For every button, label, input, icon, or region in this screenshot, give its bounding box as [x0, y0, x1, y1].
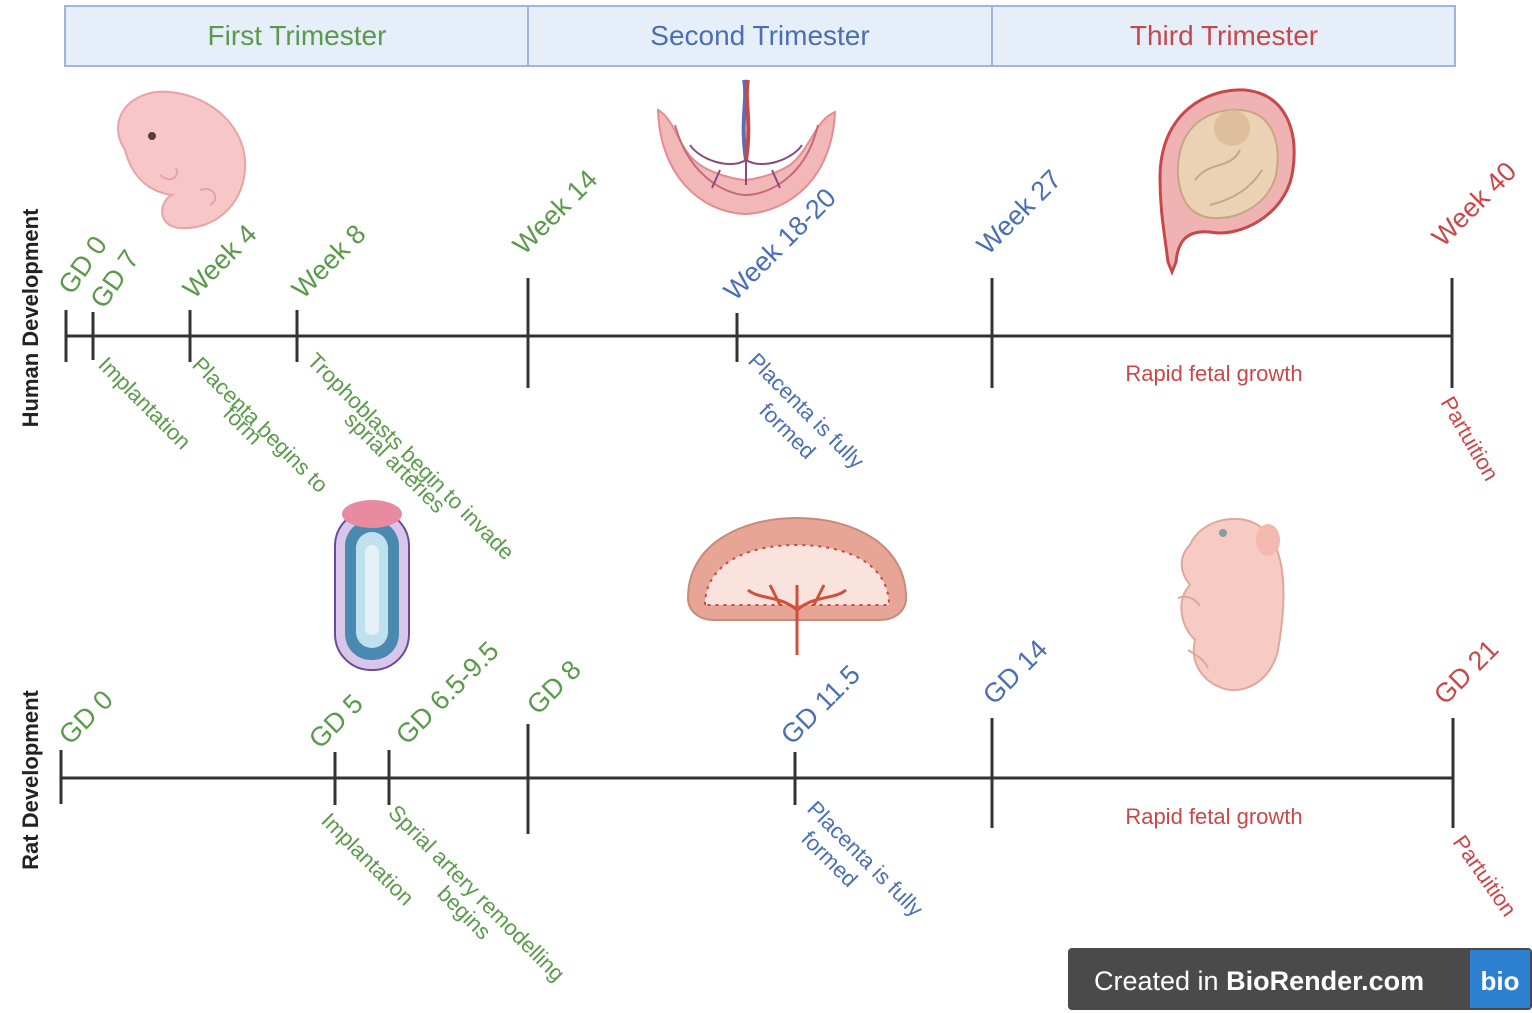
rat-blastocyst-icon — [335, 500, 409, 670]
rat-tick-labels: GD 0 GD 5 GD 6.5-9.5 GD 8 GD 11.5 GD 14 … — [53, 634, 1504, 754]
rat-event-label: Partuition — [1448, 831, 1522, 921]
first-trimester-label: First Trimester — [208, 20, 387, 51]
rat-tick-label: GD 14 — [977, 634, 1053, 710]
biorender-badge[interactable]: Created in BioRender.com bio — [1068, 948, 1532, 1010]
logo-text: bio — [1481, 966, 1520, 996]
rat-tick-label: GD 8 — [521, 654, 587, 720]
fetus-in-uterus-icon — [1160, 90, 1294, 272]
third-trimester-label: Third Trimester — [1130, 20, 1318, 51]
human-axis-title: Human Development — [18, 208, 43, 427]
human-tick-label: Week 27 — [971, 164, 1067, 260]
rat-tick-label: GD 5 — [303, 688, 369, 754]
badge-text: Created in BioRender.com — [1094, 966, 1424, 996]
rat-tick-label: GD 21 — [1428, 634, 1504, 710]
human-tick-label: Week 4 — [177, 219, 263, 305]
human-tick-label: Week 14 — [507, 164, 603, 260]
rat-pup-icon — [1178, 519, 1283, 690]
rat-tick-label: GD 6.5-9.5 — [390, 636, 505, 751]
second-trimester-label: Second Trimester — [650, 20, 869, 51]
embryo-icon — [118, 92, 245, 228]
human-event-label: Rapid fetal growth — [1125, 361, 1302, 386]
human-tick-label: Week 8 — [286, 219, 372, 305]
human-event-label: Trophoblasts begin to invade — [302, 348, 519, 565]
human-event-label: Implantation — [93, 352, 195, 454]
rat-tick-label: GD 0 — [53, 684, 119, 750]
human-tick-label: Week 40 — [1426, 156, 1522, 252]
rat-tick-label: GD 11.5 — [775, 659, 866, 750]
human-event-label: Partuition — [1436, 392, 1504, 485]
rat-placenta-icon — [688, 518, 906, 655]
rat-axis-title: Rat Development — [18, 689, 43, 869]
badge-prefix: Created in — [1094, 966, 1226, 996]
trimester-header: First Trimester Second Trimester Third T… — [65, 6, 1455, 66]
badge-brand: BioRender.com — [1226, 966, 1424, 996]
rat-event-label: Rapid fetal growth — [1125, 804, 1302, 829]
